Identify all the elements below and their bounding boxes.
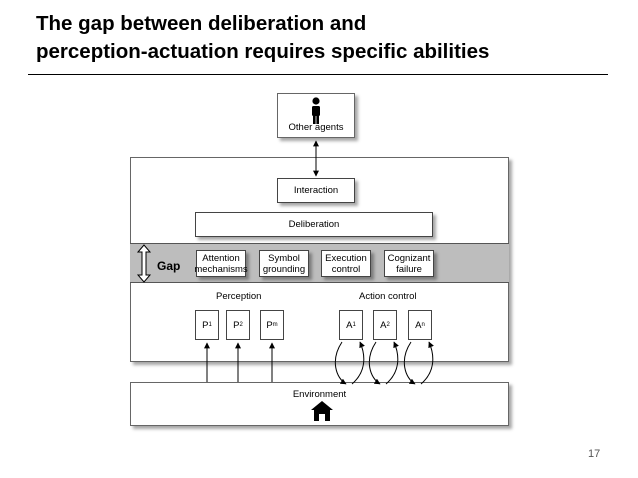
action-loop-an: [403, 341, 434, 385]
unit-symbol: A: [380, 319, 387, 331]
deliberation-label: Deliberation: [288, 219, 340, 230]
deliberation-box: Deliberation: [195, 212, 433, 237]
ability-line-2: mechanisms: [194, 263, 248, 275]
ability-attention-mechanisms: Attention mechanisms: [194, 250, 248, 277]
ability-symbol-grounding: Symbol grounding: [259, 250, 309, 277]
gap-band: [130, 243, 509, 283]
ability-cognizant-failure: Cognizant failure: [384, 250, 434, 277]
interaction-label: Interaction: [293, 185, 339, 196]
ability-line-1: Symbol: [268, 252, 300, 264]
title-line-1: The gap between deliberation and: [36, 12, 367, 35]
unit-symbol: A: [415, 319, 422, 331]
ability-line-2: grounding: [262, 263, 306, 275]
ability-execution-control: Execution control: [321, 250, 371, 277]
ability-line-1: Cognizant: [387, 252, 431, 264]
title-line-2: perception-actuation requires specific a…: [36, 40, 490, 63]
ability-line-2: control: [331, 263, 361, 275]
house-icon: [311, 401, 333, 421]
unit-symbol: P: [266, 319, 273, 331]
action-loop-a2: [368, 341, 399, 385]
unit-symbol: A: [346, 319, 353, 331]
perception-label: Perception: [216, 291, 262, 302]
slide-title: The gap between deliberation and percept…: [36, 10, 616, 66]
ability-line-1: Execution: [325, 252, 367, 264]
unit-symbol: P: [233, 319, 240, 331]
double-arrow-icon: [136, 244, 152, 283]
title-divider: [28, 74, 608, 75]
ability-line-2: failure: [396, 263, 422, 275]
interaction-box: Interaction: [277, 178, 355, 203]
ability-line-1: Attention: [202, 252, 240, 264]
action-control-label: Action control: [359, 291, 417, 302]
gap-label: Gap: [157, 259, 181, 273]
unit-symbol: P: [202, 319, 209, 331]
other-agents-label: Other agents: [288, 122, 344, 133]
page-number: 17: [588, 448, 601, 460]
environment-label: Environment: [292, 389, 347, 400]
person-icon: [312, 97, 320, 124]
action-loop-a1: [334, 341, 365, 385]
